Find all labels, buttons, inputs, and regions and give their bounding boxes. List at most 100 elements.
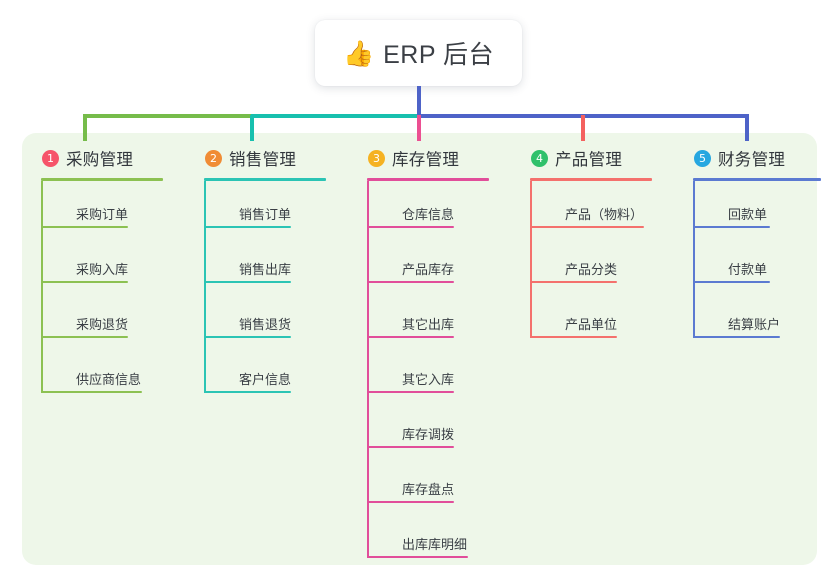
column-header[interactable]: 1 采购管理 [22,143,185,173]
column-title: 库存管理 [392,151,460,169]
branch-item-label: 供应商信息 [76,372,142,387]
branch-item-underline [42,391,142,393]
column-销售管理: 2 销售管理销售订单销售出库销售退货客户信息 [185,133,348,565]
branch-item-label: 结算账户 [728,317,781,332]
column-header[interactable]: 5 财务管理 [674,143,837,173]
column-underline [693,178,821,181]
branch-item-underline [42,281,128,283]
branch-item-underline [42,226,128,228]
branch-item-underline [531,226,644,228]
branch-item-underline [205,281,291,283]
branch-item-underline [205,226,291,228]
branch-item-label: 产品（物料） [565,207,644,222]
branch-spine [530,181,532,338]
branch-item[interactable]: 销售订单 [205,181,348,236]
branch-item[interactable]: 其它出库 [368,291,511,346]
column-index-badge: 4 [531,149,548,167]
branch-item[interactable]: 产品单位 [531,291,674,346]
branch-item[interactable]: 付款单 [694,236,837,291]
column-underline [41,178,163,181]
branch-item-underline [205,336,291,338]
root-node-title: ERP 后台 [383,41,495,69]
branch-item-label: 销售出库 [239,262,292,277]
branch-item-underline [368,281,454,283]
columns-container: 1 采购管理采购订单采购入库采购退货供应商信息 2 销售管理销售订单销售出库销售退货客… [22,133,821,565]
column-采购管理: 1 采购管理采购订单采购入库采购退货供应商信息 [22,133,185,565]
branch-item-label: 采购入库 [76,262,129,277]
diagram-panel [22,133,817,565]
branch-spine [693,181,695,338]
branch-item[interactable]: 采购订单 [42,181,185,236]
branch-item[interactable]: 产品（物料） [531,181,674,236]
column-header[interactable]: 3 库存管理 [348,143,511,173]
branch-item-underline [368,391,454,393]
branch-spine [41,181,43,393]
branch-spine [367,181,369,558]
column-branch: 采购订单采购入库采购退货供应商信息 [41,181,185,401]
column-title: 采购管理 [66,151,134,169]
branch-item[interactable]: 供应商信息 [42,346,185,401]
branch-item-underline [368,556,468,558]
column-index-badge: 1 [42,149,59,167]
column-branch: 仓库信息产品库存其它出库其它入库库存调拨库存盘点出库库明细 [367,181,511,566]
branch-item-label: 客户信息 [239,372,292,387]
column-branch: 销售订单销售出库销售退货客户信息 [204,181,348,401]
branch-item[interactable]: 其它入库 [368,346,511,401]
branch-item-underline [694,281,770,283]
branch-item[interactable]: 客户信息 [205,346,348,401]
branch-item-label: 产品库存 [402,262,455,277]
column-underline [530,178,652,181]
branch-item-label: 库存盘点 [402,482,455,497]
column-branch: 回款单付款单结算账户 [693,181,837,346]
column-产品管理: 4 产品管理产品（物料） 产品分类产品单位 [511,133,674,565]
branch-item-underline [368,501,454,503]
branch-item-underline [368,226,454,228]
column-index-badge: 3 [368,149,385,167]
branch-item[interactable]: 产品分类 [531,236,674,291]
column-index-badge: 2 [205,149,222,167]
branch-item-label: 产品单位 [565,317,618,332]
branch-item-label: 其它入库 [402,372,455,387]
branch-item-label: 销售订单 [239,207,292,222]
branch-item-label: 库存调拨 [402,427,455,442]
column-title: 销售管理 [229,151,297,169]
branch-item[interactable]: 产品库存 [368,236,511,291]
branch-item-label: 其它出库 [402,317,455,332]
branch-item[interactable]: 库存盘点 [368,456,511,511]
branch-item-underline [531,281,617,283]
branch-item[interactable]: 采购退货 [42,291,185,346]
root-node[interactable]: 👍 ERP 后台 [315,20,522,86]
column-财务管理: 5 财务管理回款单付款单结算账户 [674,133,837,565]
column-underline [367,178,489,181]
branch-item[interactable]: 结算账户 [694,291,837,346]
branch-item-underline [42,336,128,338]
column-title: 产品管理 [555,151,623,169]
branch-item-label: 付款单 [728,262,768,277]
branch-item-label: 出库库明细 [402,537,468,552]
branch-item-underline [531,336,617,338]
branch-item-label: 产品分类 [565,262,618,277]
branch-item-label: 采购订单 [76,207,129,222]
branch-item-underline [205,391,291,393]
branch-item-label: 回款单 [728,207,768,222]
branch-item-underline [368,336,454,338]
column-branch: 产品（物料） 产品分类产品单位 [530,181,674,346]
branch-item-label: 仓库信息 [402,207,455,222]
branch-item[interactable]: 仓库信息 [368,181,511,236]
column-header[interactable]: 2 销售管理 [185,143,348,173]
column-header[interactable]: 4 产品管理 [511,143,674,173]
branch-item[interactable]: 库存调拨 [368,401,511,456]
column-index-badge: 5 [694,149,711,167]
branch-item[interactable]: 销售退货 [205,291,348,346]
thumbs-up-icon: 👍 [342,39,375,68]
branch-item-underline [368,446,454,448]
branch-item[interactable]: 出库库明细 [368,511,511,566]
branch-item-underline [694,226,770,228]
branch-item[interactable]: 回款单 [694,181,837,236]
branch-item-underline [694,336,780,338]
column-库存管理: 3 库存管理仓库信息产品库存其它出库其它入库库存调拨库存盘点出库库明细 [348,133,511,565]
branch-item[interactable]: 采购入库 [42,236,185,291]
branch-item[interactable]: 销售出库 [205,236,348,291]
branch-spine [204,181,206,393]
column-title: 财务管理 [718,151,786,169]
